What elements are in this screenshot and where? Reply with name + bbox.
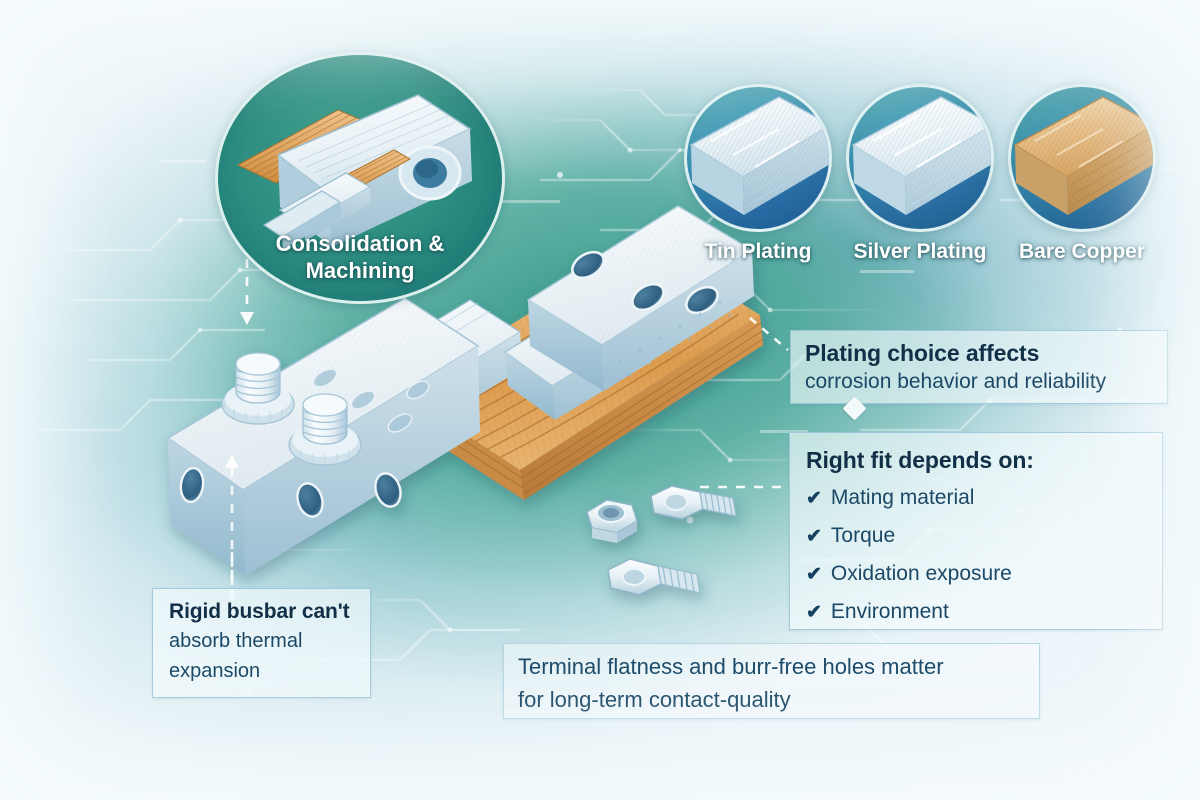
- rigid-callout-title: Rigid busbar can't: [169, 600, 350, 623]
- right-fit-item-label: Environment: [830, 600, 949, 623]
- right-fit-item-label: Mating material: [830, 486, 975, 509]
- right-fit-item: ✔ Mating material: [806, 479, 1148, 517]
- hex-nut: [586, 499, 638, 543]
- right-fit-item: ✔ Oxidation exposure: [806, 555, 1148, 593]
- callout-right-fit: Right fit depends on: ✔ Mating material …: [789, 432, 1163, 630]
- check-icon: ✔: [806, 564, 822, 585]
- check-icon: ✔: [806, 602, 822, 623]
- rigid-callout-line1: absorb thermal: [169, 630, 303, 652]
- right-terminal-plate: [526, 205, 754, 391]
- threaded-stud-lower: [288, 393, 362, 466]
- laminated-busbar-stack-icon: [236, 94, 472, 250]
- plating-callout-body: corrosion behavior and reliability: [805, 370, 1107, 393]
- right-fit-item: ✔ Torque: [806, 517, 1148, 555]
- right-fit-title: Right fit depends on:: [806, 447, 1034, 473]
- block-top-recesses: [312, 368, 430, 433]
- silver-plated-bar-icon: [851, 96, 991, 215]
- hex-bolt-lower: [607, 558, 701, 596]
- bare-copper-bar-icon: [1013, 96, 1153, 215]
- hex-bolt-upper: [650, 485, 737, 520]
- callout-plating-choice: Plating choice affects corrosion behavio…: [790, 330, 1168, 404]
- paper-grain-texture: [0, 0, 280, 130]
- tin-plated-bar-icon: [689, 96, 829, 215]
- consolidation-machining-badge: [215, 52, 505, 304]
- bare-copper-badge: [1008, 84, 1156, 232]
- check-icon: ✔: [806, 488, 822, 509]
- rigid-callout-line2: expansion: [169, 660, 261, 682]
- tin-plating-badge: [684, 84, 832, 232]
- left-terminal-block: [166, 297, 480, 576]
- terminal-holes: [571, 250, 719, 315]
- check-icon: ✔: [806, 526, 822, 547]
- terminal-callout-line2: for long-term contact-quality: [518, 687, 791, 712]
- silver-plating-badge: [846, 84, 994, 232]
- callout-terminal-quality: Terminal flatness and burr-free holes ma…: [503, 643, 1040, 719]
- right-fit-item: ✔ Environment: [806, 593, 1148, 631]
- callout-rigid-busbar: Rigid busbar can't absorb thermal expans…: [152, 588, 371, 698]
- threaded-stud-upper: [221, 352, 295, 425]
- plating-callout-title: Plating choice affects: [805, 340, 1040, 366]
- right-fit-item-label: Oxidation exposure: [830, 562, 1012, 585]
- block-side-holes: [179, 466, 402, 518]
- right-fit-item-label: Torque: [830, 524, 896, 547]
- terminal-callout-line1: Terminal flatness and burr-free holes ma…: [518, 654, 944, 679]
